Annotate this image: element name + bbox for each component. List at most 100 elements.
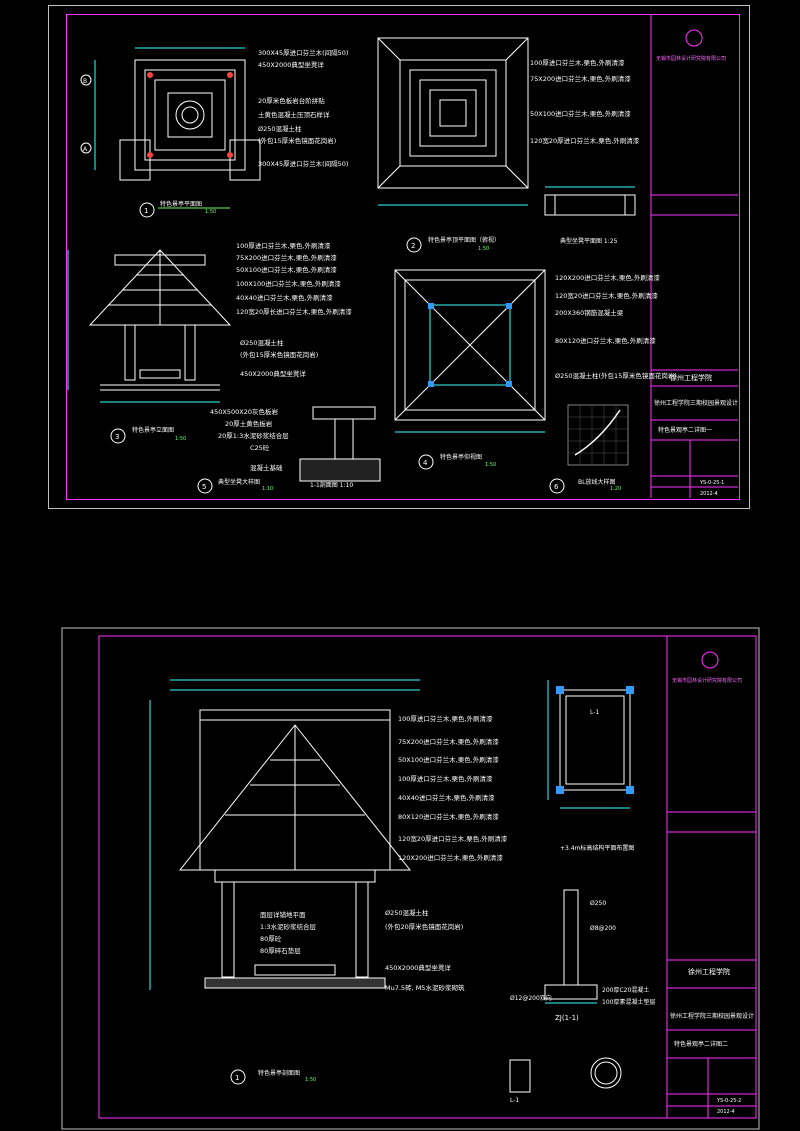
svg-text:120宽20厚长进口芬兰木,栗色,外刷清漆: 120宽20厚长进口芬兰木,栗色,外刷清漆 <box>236 307 352 316</box>
plan-grid-bubbles <box>80 74 92 154</box>
beam-label: L-1 <box>590 709 599 716</box>
view-3-number-bubble <box>110 428 126 444</box>
section-view-number: 1 <box>235 1074 239 1082</box>
grid-bubble-b: B <box>83 78 87 85</box>
section-notes: 100厚进口芬兰木,栗色,外刷清漆 75X200进口芬兰木,栗色,外刷清漆 50… <box>398 714 508 862</box>
svg-text:300X45厚进口芬兰木(间隔50): 300X45厚进口芬兰木(间隔50) <box>258 48 348 57</box>
svg-text:1:3水泥砂浆结合层: 1:3水泥砂浆结合层 <box>260 922 316 931</box>
institute-logo-2 <box>701 651 719 669</box>
view-2-title: 特色景亭顶平面图（俯视） <box>428 236 500 244</box>
svg-text:20厚米色板岩台阶拼贴: 20厚米色板岩台阶拼贴 <box>258 96 325 105</box>
seat-detail-drawing <box>299 406 381 482</box>
right-notes: Ø250混凝土柱 (外包20厚米色镜面花岗岩) 450X2000典型坐凳详 Mu… <box>385 908 465 992</box>
beam-section-label: L-1 <box>510 1097 519 1104</box>
drawing-sheet-1 <box>48 5 750 509</box>
view-5-scale: 1:10 <box>262 486 273 492</box>
svg-text:75X200进口芬兰木,栗色,外刷清漆: 75X200进口芬兰木,栗色,外刷清漆 <box>530 74 631 83</box>
view-4-scale: 1:50 <box>485 462 496 468</box>
svg-text:200厚C20混凝土: 200厚C20混凝土 <box>602 986 649 994</box>
sheet-1-project-sub: 徐州工程学院三期校园景观设计 <box>654 399 738 407</box>
svg-text:50X100进口芬兰木,栗色,外刷清漆: 50X100进口芬兰木,栗色,外刷清漆 <box>236 265 337 274</box>
section-view-scale: 1:50 <box>305 1077 316 1083</box>
svg-text:50X100进口芬兰木,栗色,外刷清漆: 50X100进口芬兰木,栗色,外刷清漆 <box>530 109 631 118</box>
svg-text:300X45厚进口芬兰木(间隔50): 300X45厚进口芬兰木(间隔50) <box>258 159 348 168</box>
sheet-2-institute: 无锡市园林设计研究院有限公司 <box>672 677 742 684</box>
svg-text:200X360钢筋混凝土梁: 200X360钢筋混凝土梁 <box>555 308 624 317</box>
view-6-number: 6 <box>554 483 559 491</box>
view-1-scale: 1:50 <box>205 209 216 215</box>
elevation-notes: 100厚进口芬兰木,栗色,外刷清漆 75X200进口芬兰木,栗色,外刷清漆 50… <box>236 241 352 378</box>
svg-text:100厚进口芬兰木,栗色,外刷清漆: 100厚进口芬兰木,栗色,外刷清漆 <box>398 774 493 783</box>
svg-text:450X2000典型坐凳详: 450X2000典型坐凳详 <box>240 369 306 378</box>
sheet-2-project-sub: 徐州工程学院三期校园景观设计 <box>670 1012 754 1020</box>
svg-text:450X2000典型坐凳详: 450X2000典型坐凳详 <box>258 60 324 69</box>
institute-logo <box>685 29 703 47</box>
svg-text:120X200进口芬兰木,栗色,外刷清漆: 120X200进口芬兰木,栗色,外刷清漆 <box>398 853 503 862</box>
svg-text:(外包15厚米色镜面花岗岩): (外包15厚米色镜面花岗岩) <box>240 350 318 359</box>
floor-notes: 面层详铺地平面 1:3水泥砂浆结合层 80厚砼 80厚碎石垫层 <box>260 910 316 955</box>
view-5-number-bubble <box>197 478 213 494</box>
svg-text:80厚砼: 80厚砼 <box>260 934 282 943</box>
section-view-number-bubble <box>230 1069 246 1085</box>
sheet-1-title-block <box>650 14 738 498</box>
view-5-number: 5 <box>202 483 206 491</box>
seat-notes: 450X500X20灰色板岩 20厚土黄色板岩 20厚1:3水泥砂浆结合层 C2… <box>210 407 289 472</box>
column-section-drawing <box>590 1057 622 1089</box>
setout-grid-drawing <box>567 404 629 466</box>
svg-text:40X40进口芬兰木,栗色,外刷清漆: 40X40进口芬兰木,栗色,外刷清漆 <box>236 293 333 302</box>
sheet-1-drawing-title: 特色景观亭二详图一 <box>658 426 712 434</box>
section-view-title: 特色景亭剖面图 <box>258 1069 300 1077</box>
svg-text:100X100进口芬兰木,栗色,外刷清漆: 100X100进口芬兰木,栗色,外刷清漆 <box>236 279 341 288</box>
svg-text:80厚碎石垫层: 80厚碎石垫层 <box>260 946 301 955</box>
svg-text:450X500X20灰色板岩: 450X500X20灰色板岩 <box>210 407 278 416</box>
structural-plan-drawing <box>547 680 631 809</box>
plan-column-markers <box>147 72 233 158</box>
drawing-sheet-2 <box>61 627 760 1130</box>
svg-text:Ø8@200: Ø8@200 <box>590 925 616 932</box>
svg-text:120X200进口芬兰木,栗色,外刷清漆: 120X200进口芬兰木,栗色,外刷清漆 <box>555 273 660 282</box>
section-1-1-label: 1-1剖面图 1:10 <box>310 481 353 489</box>
structural-column-markers <box>556 686 634 794</box>
svg-text:Ø250混凝土柱: Ø250混凝土柱 <box>240 338 284 347</box>
elevation-drawing <box>67 249 232 403</box>
view-2-number-bubble <box>406 237 422 253</box>
view-6-number-bubble <box>549 478 565 494</box>
sheet-2-project: 徐州工程学院 <box>688 967 730 976</box>
svg-text:20厚1:3水泥砂浆结合层: 20厚1:3水泥砂浆结合层 <box>218 431 289 440</box>
svg-text:(外包20厚米色镜面花岗岩): (外包20厚米色镜面花岗岩) <box>385 922 463 931</box>
sheet-2-drawing-title: 特色景观亭二详图二 <box>674 1040 728 1048</box>
svg-text:100厚素混凝土垫层: 100厚素混凝土垫层 <box>602 998 655 1006</box>
svg-text:100厚进口芬兰木,栗色,外刷清漆: 100厚进口芬兰木,栗色,外刷清漆 <box>236 241 331 250</box>
svg-text:100厚进口芬兰木,栗色,外刷清漆: 100厚进口芬兰木,栗色,外刷清漆 <box>530 58 625 67</box>
svg-text:100厚进口芬兰木,栗色,外刷清漆: 100厚进口芬兰木,栗色,外刷清漆 <box>398 714 493 723</box>
svg-text:75X200进口芬兰木,栗色,外刷清漆: 75X200进口芬兰木,栗色,外刷清漆 <box>398 737 499 746</box>
sheet-1-institute: 无锡市园林设计研究院有限公司 <box>656 55 726 62</box>
view-3-title: 特色景亭立面图 <box>132 426 174 434</box>
sheet-1-border <box>66 14 740 500</box>
svg-text:80X120进口芬兰木,栗色,外刷清漆: 80X120进口芬兰木,栗色,外刷清漆 <box>555 336 656 345</box>
view-6-title: BL放线大样图 <box>578 478 615 486</box>
svg-text:120宽20厚进口芬兰木,栗色,外刷清漆: 120宽20厚进口芬兰木,栗色,外刷清漆 <box>530 136 640 145</box>
plan-view-drawing <box>94 47 261 181</box>
view-4-number: 4 <box>423 459 428 467</box>
sheet-2-border <box>98 635 757 1119</box>
svg-text:75X200进口芬兰木,栗色,外刷清漆: 75X200进口芬兰木,栗色,外刷清漆 <box>236 253 337 262</box>
svg-text:Ø250: Ø250 <box>590 900 606 907</box>
seat-plan-drawing <box>544 186 636 216</box>
svg-text:(外包15厚米色镜面花岗岩): (外包15厚米色镜面花岗岩) <box>258 136 336 145</box>
beam-section-drawing <box>509 1059 531 1093</box>
view-1-title: 特色景亭平面图 <box>160 200 202 208</box>
svg-text:450X2000典型坐凳详: 450X2000典型坐凳详 <box>385 963 451 972</box>
sheet-2-drawing-no: YS-0-25-2 <box>716 1098 741 1104</box>
svg-text:Ø250混凝土柱: Ø250混凝土柱 <box>385 908 429 917</box>
ceiling-column-markers <box>428 303 512 387</box>
sheet-2-title-block <box>666 636 756 1118</box>
svg-text:50X100进口芬兰木,栗色,外刷清漆: 50X100进口芬兰木,栗色,外刷清漆 <box>398 755 499 764</box>
grid-bubble-a: A <box>83 146 88 153</box>
roof-plan-drawing <box>377 37 529 206</box>
roof-plan-notes: 100厚进口芬兰木,栗色,外刷清漆 75X200进口芬兰木,栗色,外刷清漆 50… <box>530 58 640 145</box>
view-4-title: 特色景亭仰视图 <box>440 453 482 461</box>
ceiling-notes: 120X200进口芬兰木,栗色,外刷清漆 120宽20进口芬兰木,栗色,外刷清漆… <box>555 273 677 380</box>
view-1-number: 1 <box>144 207 148 215</box>
